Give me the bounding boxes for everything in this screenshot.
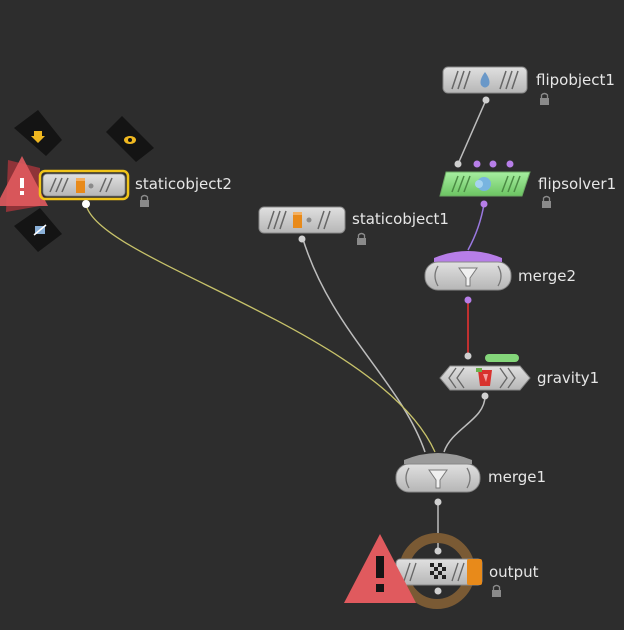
wires [85, 99, 487, 550]
lock-icon[interactable] [542, 195, 551, 209]
output-connector[interactable] [480, 200, 488, 208]
node-label-merge2[interactable]: merge2 [518, 267, 577, 285]
input-connector[interactable] [454, 160, 462, 168]
input-connector[interactable] [434, 547, 442, 555]
node-output[interactable] [395, 533, 483, 609]
wire-flipsolver1-merge2[interactable] [467, 203, 485, 251]
static-object-icon [76, 178, 94, 193]
node-label-staticobject2[interactable]: staticobject2 [135, 175, 232, 193]
output-connector[interactable] [482, 96, 490, 104]
node-label-merge1[interactable]: merge1 [488, 468, 547, 486]
input-connector[interactable] [506, 160, 514, 168]
node-label-staticobject1[interactable]: staticobject1 [352, 210, 449, 228]
down-arrow-icon[interactable] [31, 131, 45, 143]
node-staticobject2[interactable] [38, 169, 130, 208]
node-staticobject1[interactable] [258, 206, 346, 243]
input-connector[interactable] [489, 160, 497, 168]
node-label-flipobject1[interactable]: flipobject1 [536, 71, 615, 89]
node-merge2[interactable] [424, 251, 512, 304]
lock-icon[interactable] [357, 232, 366, 246]
node-flipobject1[interactable] [442, 66, 528, 104]
lock-icon[interactable] [140, 194, 149, 208]
lock-icon[interactable] [540, 92, 549, 106]
output-connector[interactable] [434, 498, 442, 506]
node-flipsolver1[interactable] [439, 160, 531, 208]
output-connector[interactable] [481, 392, 489, 400]
visibility-icon[interactable] [124, 136, 136, 144]
node-merge1[interactable] [395, 453, 481, 506]
wire-gravity1-merge1[interactable] [443, 395, 486, 453]
input-connector[interactable] [473, 160, 481, 168]
node-label-gravity1[interactable]: gravity1 [537, 369, 600, 387]
wire-flipobject1-flipsolver1[interactable] [457, 99, 487, 165]
node-gravity1[interactable] [439, 352, 531, 400]
wire-staticobject1-merge1[interactable] [301, 235, 426, 453]
bypass-icon[interactable] [33, 224, 47, 236]
node-label-output[interactable]: output [489, 563, 539, 581]
gravity-icon [476, 368, 492, 386]
node-label-flipsolver1[interactable]: flipsolver1 [538, 175, 617, 193]
warning-icon[interactable] [344, 534, 416, 603]
output-connector[interactable] [82, 200, 90, 208]
static-object-icon [293, 212, 312, 228]
output-connector[interactable] [464, 296, 472, 304]
output-connector[interactable] [434, 587, 442, 595]
input-connector[interactable] [464, 352, 472, 360]
funnel-icon [458, 267, 478, 287]
output-connector[interactable] [298, 235, 306, 243]
fluid-icon [475, 177, 491, 191]
water-drop-icon [480, 72, 490, 88]
warning-icon[interactable] [0, 156, 48, 206]
funnel-icon [428, 469, 448, 489]
checker-flag-icon [430, 563, 446, 579]
lock-icon[interactable] [492, 584, 501, 598]
wire-staticobject2-merge1[interactable] [85, 203, 436, 453]
